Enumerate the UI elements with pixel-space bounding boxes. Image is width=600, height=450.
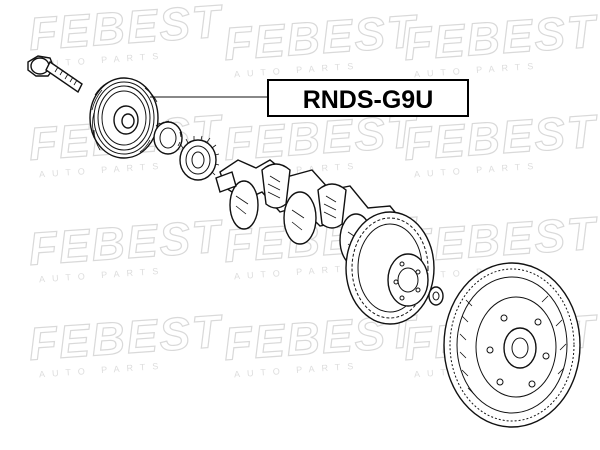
part-number: RNDS-G9U — [303, 86, 434, 114]
part-label-box — [267, 79, 469, 117]
pilot-bearing — [428, 286, 444, 306]
crankshaft-pulley — [89, 77, 159, 159]
pulley-bolt — [27, 55, 83, 94]
watermark-brand: FEBEST — [222, 4, 421, 70]
crank-flange — [387, 253, 429, 307]
watermark-brand: FEBEST — [27, 0, 226, 60]
watermark-brand: FEBEST — [27, 304, 226, 370]
part-label: RNDS-G9U — [267, 79, 469, 117]
watermark-brand: FEBEST — [402, 4, 600, 70]
crank-gear — [179, 135, 220, 181]
watermark-brand: FEBEST — [27, 209, 226, 275]
timing-sprocket — [153, 120, 183, 155]
flywheel — [443, 262, 581, 428]
